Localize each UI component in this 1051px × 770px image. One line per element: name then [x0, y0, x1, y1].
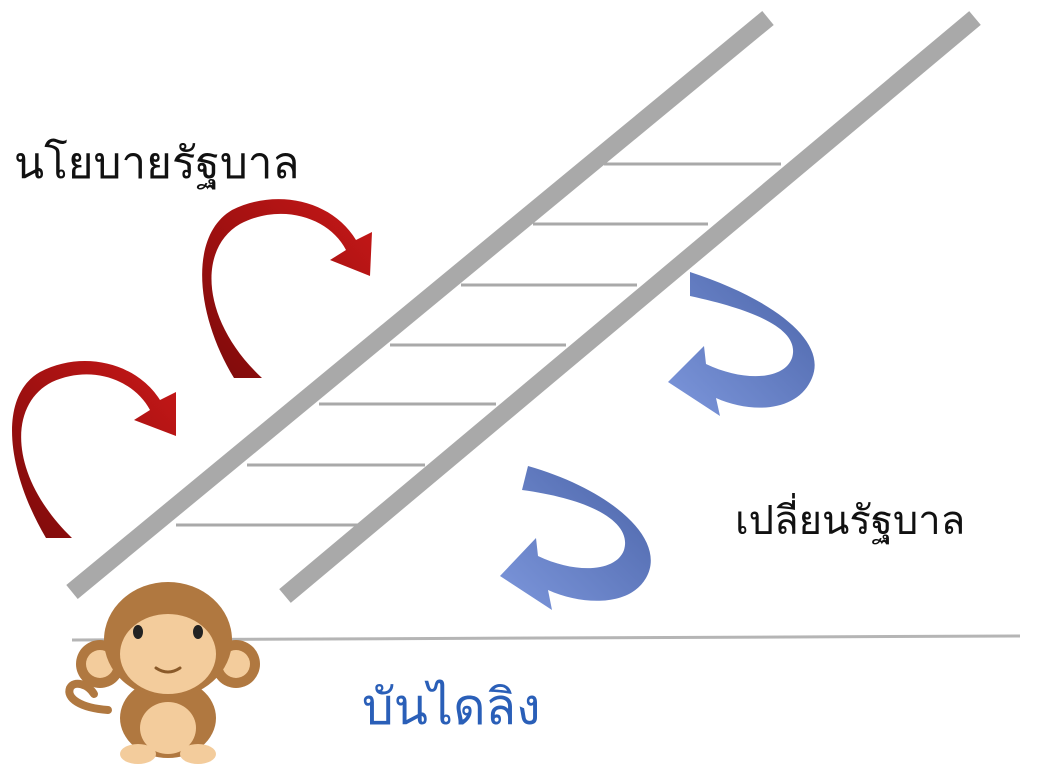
monkey-foot-right [180, 744, 216, 764]
monkey-tail [65, 679, 112, 714]
monkey-eye-left [133, 625, 143, 639]
curved-arrow-left-icon [668, 272, 815, 416]
monkey-icon [65, 582, 260, 764]
blue-arrow-lower [500, 466, 651, 610]
blue-arrow-upper [668, 272, 815, 416]
label-change-government: เปลี่ยนรัฐบาล [735, 498, 966, 544]
ladder-rungs [176, 162, 781, 527]
label-government-policy: นโยบายรัฐบาล [14, 138, 300, 189]
curved-arrow-right-icon [12, 361, 176, 538]
curved-arrow-left-icon [500, 466, 651, 610]
label-monkey-ladder: บันไดลิง [362, 678, 541, 736]
monkey-face [120, 614, 216, 694]
red-arrow-lower [12, 361, 176, 538]
ladder-rail-left [66, 11, 774, 599]
monkey-mouth [154, 666, 182, 674]
ladder-rail-right [279, 11, 981, 603]
monkey-belly [140, 702, 196, 754]
monkey-eye-right [193, 625, 203, 639]
curved-arrow-right-icon [202, 199, 372, 378]
red-arrow-upper [202, 199, 372, 378]
monkey-foot-left [120, 744, 156, 764]
